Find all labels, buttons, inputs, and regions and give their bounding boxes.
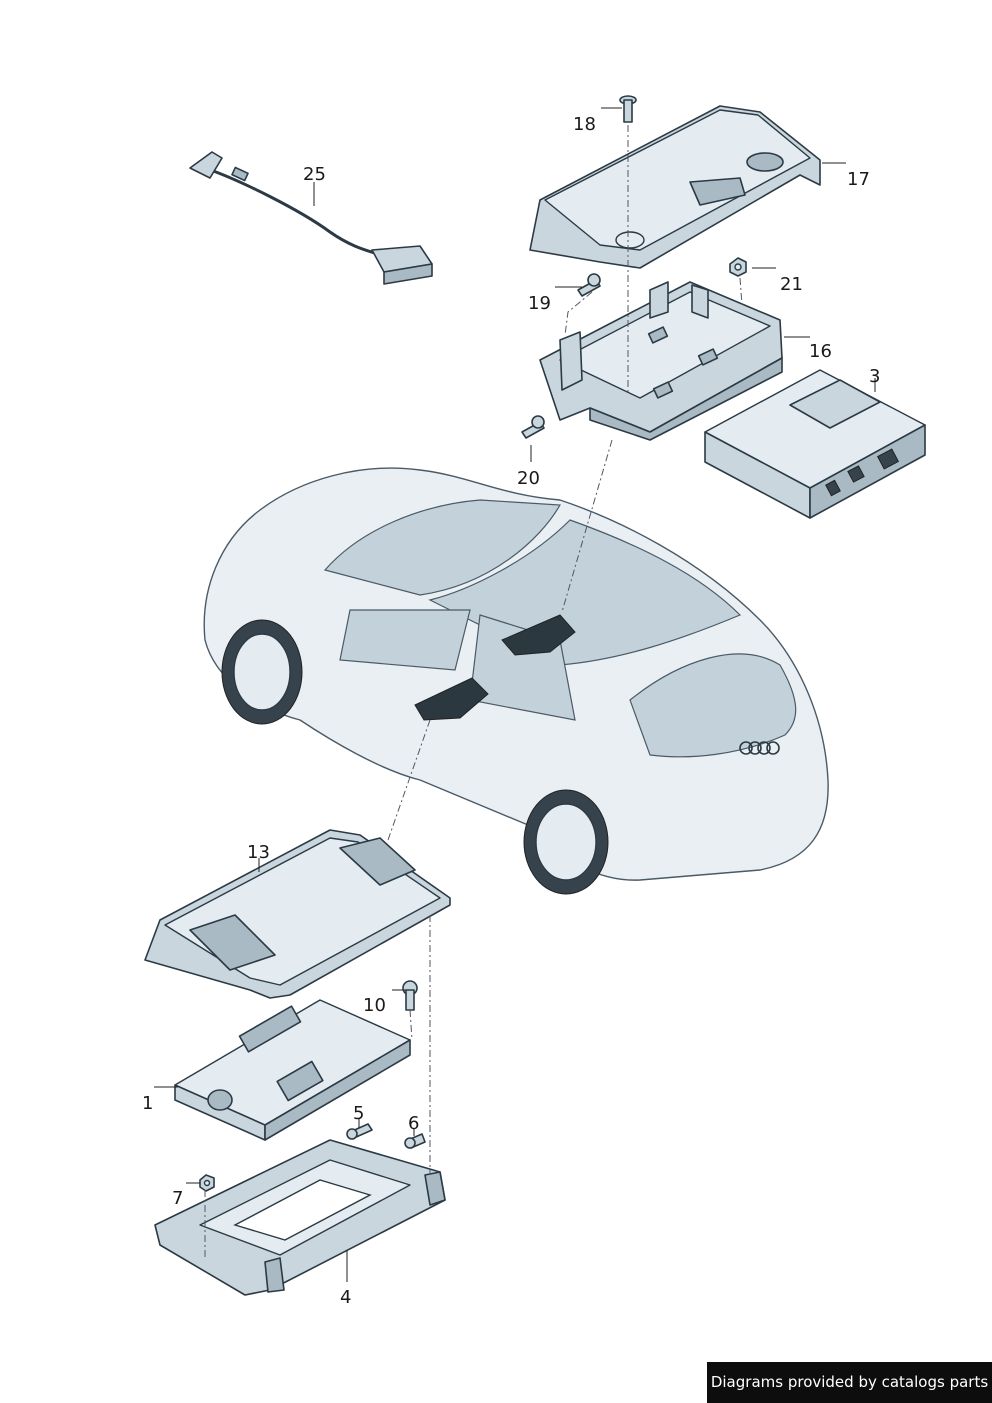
leader-lines	[154, 107, 876, 1282]
part-25-antenna-cable	[189, 151, 433, 285]
part-17-upper-cover	[529, 105, 821, 269]
attribution-banner: Diagrams provided by catalogs parts	[707, 1362, 992, 1403]
assembly-lines	[204, 125, 743, 1260]
label-17: 17	[847, 169, 870, 190]
vehicle-illustration	[203, 467, 829, 895]
label-4: 4	[340, 1287, 351, 1308]
label-21: 21	[780, 274, 803, 295]
part-4-mounting-frame	[154, 1139, 446, 1296]
label-7: 7	[172, 1188, 183, 1209]
label-25: 25	[303, 164, 326, 185]
label-6: 6	[408, 1113, 419, 1134]
part-19-screw	[577, 273, 601, 297]
part-20-screw	[521, 415, 545, 439]
label-1: 1	[142, 1093, 153, 1114]
part-18-screw	[619, 95, 637, 123]
label-20: 20	[517, 468, 540, 489]
part-3-control-unit	[704, 369, 926, 519]
part-labels: 25 18 17 19 21 16 3 20 13 10 1 5 6 7 4	[142, 114, 880, 1308]
label-13: 13	[247, 842, 270, 863]
part-6-screw	[404, 1133, 426, 1149]
label-10: 10	[363, 995, 386, 1016]
label-3: 3	[869, 366, 880, 387]
label-5: 5	[353, 1103, 364, 1124]
part-21-nut	[729, 257, 747, 277]
audi-rings-logo	[739, 741, 780, 755]
part-16-bracket-tray	[539, 281, 783, 441]
label-16: 16	[809, 341, 832, 362]
part-10-screw	[402, 980, 418, 1011]
label-19: 19	[528, 293, 551, 314]
part-5-screw	[346, 1123, 373, 1140]
part-13-lower-cover	[144, 829, 451, 999]
part-1-control-unit	[174, 999, 411, 1141]
part-7-nut	[199, 1174, 215, 1192]
label-18: 18	[573, 114, 596, 135]
